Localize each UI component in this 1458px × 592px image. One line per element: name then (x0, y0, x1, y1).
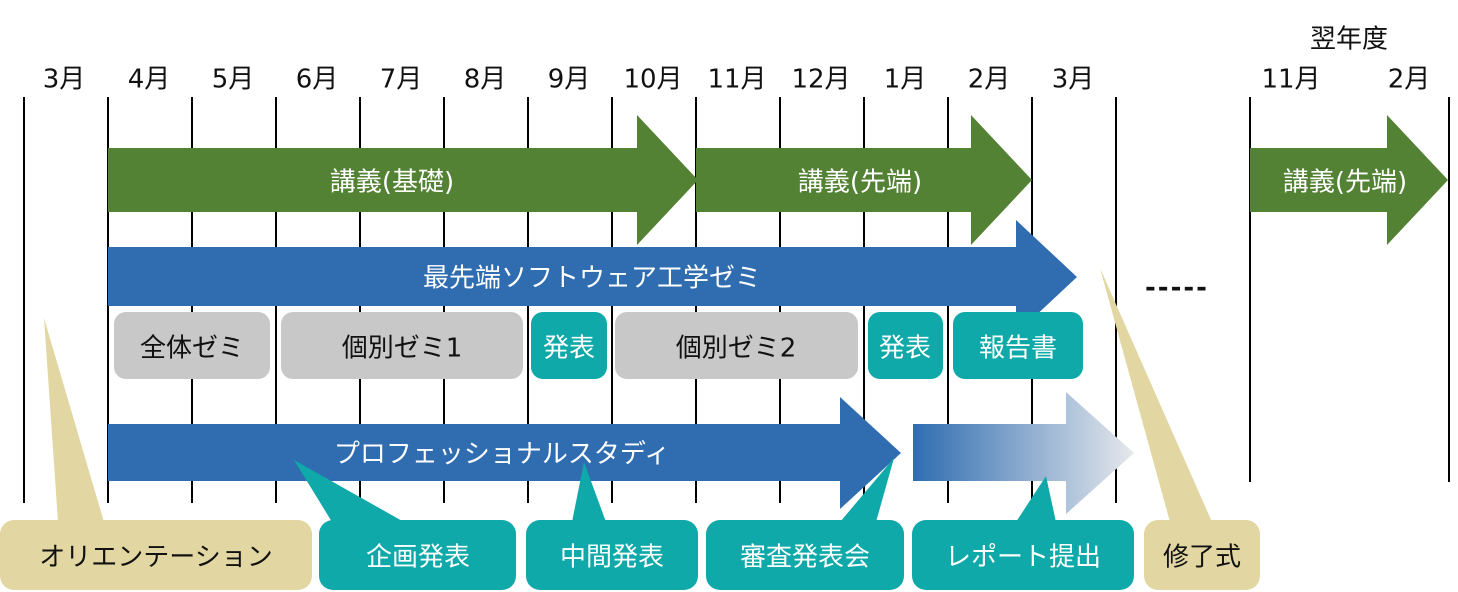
seminar-block-label: 個別ゼミ2 (675, 333, 797, 364)
month-label: 2月 (1387, 64, 1431, 95)
month-label: 11月 (1261, 64, 1321, 95)
seminar-block (281, 312, 523, 379)
month-label: 7月 (379, 64, 423, 95)
seminar-block-label: 報告書 (978, 333, 1058, 364)
report-period-arrow (913, 392, 1134, 514)
callout-tail (1016, 476, 1056, 522)
month-label: 9月 (547, 64, 591, 95)
seminar-block (531, 312, 607, 379)
callout-tails (44, 268, 1212, 522)
callout-tail (294, 460, 404, 522)
callout-tail (572, 462, 606, 522)
seminar-arrow (108, 220, 1077, 334)
month-label: 4月 (127, 64, 171, 95)
callout-tail (1100, 268, 1212, 522)
lecture-advanced-next-label: 講義(先端) (1282, 167, 1408, 198)
callout-label: 中間発表 (559, 542, 665, 573)
month-label: 6月 (295, 64, 339, 95)
seminar-block-label: 個別ゼミ1 (341, 333, 463, 364)
lecture-arrows (108, 115, 1448, 245)
month-label: 10月 (623, 64, 683, 95)
seminar-blocks (114, 312, 1083, 379)
seminar-block (615, 312, 858, 379)
callout-tail (840, 458, 894, 522)
lecture-advanced-label: 講義(先端) (797, 167, 923, 198)
callout-label: 修了式 (1162, 542, 1242, 573)
professional-study-label: プロフェッショナルスタディ (333, 439, 671, 470)
month-label: 5月 (211, 64, 255, 95)
callout-box (1144, 520, 1260, 590)
next-year-label: 翌年度 (1309, 24, 1389, 55)
lecture-advanced-arrow (696, 115, 1032, 245)
month-label: 1月 (883, 64, 927, 95)
seminar-block (868, 312, 943, 379)
month-label: 8月 (463, 64, 507, 95)
month-label: 3月 (42, 64, 86, 95)
callout-label: 企画発表 (365, 542, 471, 573)
month-label: 11月 (707, 64, 767, 95)
seminar-block-label: 全体ゼミ (139, 333, 245, 364)
professional-study-arrow (108, 397, 901, 509)
callout-box (912, 520, 1134, 590)
ellipsis: ----- (1145, 273, 1209, 303)
seminar-block-label: 発表 (542, 333, 596, 364)
callout-box (319, 520, 516, 590)
month-label: 12月 (791, 64, 851, 95)
seminar-label: 最先端ソフトウェア工学ゼミ (422, 263, 762, 294)
month-label: 2月 (967, 64, 1011, 95)
seminar-block (953, 312, 1083, 379)
callout-label: レポート提出 (944, 542, 1102, 573)
lecture-basic-label: 講義(基礎) (329, 167, 455, 198)
lecture-advanced-next-arrow (1250, 115, 1448, 245)
callout-tail (44, 318, 104, 522)
seminar-block (114, 312, 270, 379)
month-label: 3月 (1051, 64, 1095, 95)
lecture-basic-arrow (108, 115, 698, 245)
callout-box (706, 520, 904, 590)
seminar-block-label: 発表 (878, 333, 932, 364)
callout-box (0, 520, 312, 590)
callout-boxes (0, 520, 1260, 590)
callout-box (526, 520, 698, 590)
callout-label: 審査発表会 (739, 542, 871, 573)
callout-label: オリエンテーション (39, 542, 273, 573)
